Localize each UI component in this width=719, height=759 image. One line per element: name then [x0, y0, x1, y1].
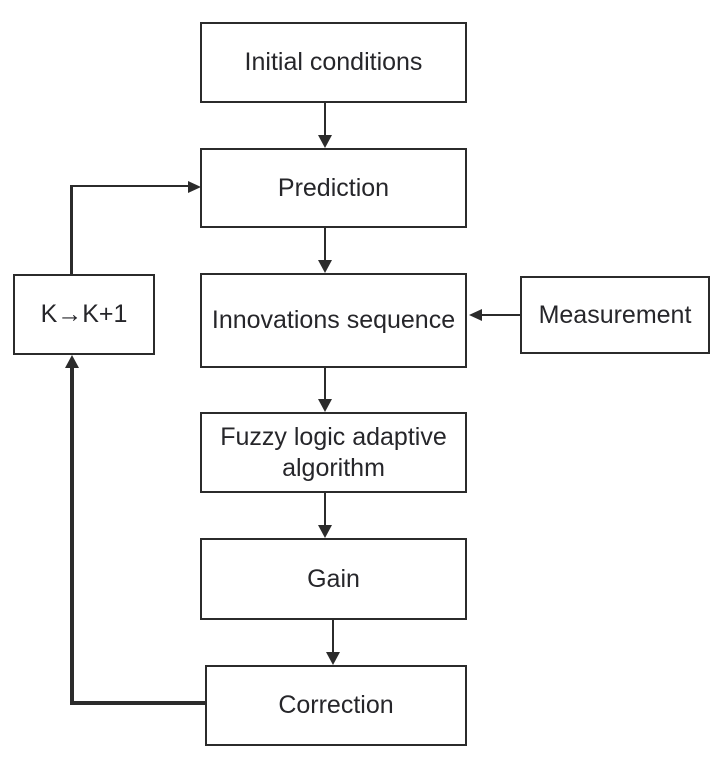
node-correction: Correction: [205, 665, 467, 746]
node-prediction-label: Prediction: [277, 173, 390, 202]
arrow-k-to-prediction-vertical-shaft: [70, 186, 73, 274]
node-gain-label: Gain: [307, 564, 360, 593]
arrow-prediction-to-innovations-shaft: [323, 228, 327, 262]
arrow-fuzzy-to-gain-head-icon: [318, 525, 332, 538]
node-fuzzy-logic-adaptive-algorithm: Fuzzy logic adaptive algorithm: [200, 412, 467, 493]
node-innovations-sequence-label: Innovations sequence: [211, 306, 456, 335]
node-innovations-sequence: Innovations sequence: [200, 273, 467, 368]
arrow-prediction-to-innovations-head-icon: [318, 260, 332, 273]
arrow-measurement-to-innovations-head-icon: [469, 308, 482, 321]
node-initial-conditions: Initial conditions: [200, 22, 467, 103]
arrow-k-to-prediction-head-icon: [188, 180, 201, 193]
arrow-innovations-to-fuzzy-shaft: [323, 368, 327, 401]
arrow-gain-to-correction-head-icon: [326, 652, 340, 665]
node-fuzzy-label-line1: Fuzzy logic adaptive: [220, 423, 447, 451]
arrow-gain-to-correction-shaft: [331, 620, 335, 654]
arrow-measurement-to-innovations-shaft: [482, 313, 520, 317]
node-gain: Gain: [200, 538, 467, 620]
feedback-correction-to-k-vertical-shaft: [70, 366, 74, 705]
node-correction-label: Correction: [278, 691, 394, 720]
arrow-innovations-to-fuzzy-head-icon: [318, 399, 332, 412]
arrow-initial-to-prediction-head-icon: [318, 135, 332, 148]
arrow-initial-to-prediction-shaft: [323, 103, 327, 137]
node-initial-conditions-label: Initial conditions: [244, 48, 423, 77]
node-fuzzy-label-line2: algorithm: [282, 453, 385, 482]
node-measurement: Measurement: [520, 276, 710, 354]
node-prediction: Prediction: [200, 148, 467, 228]
node-k-increment-label: K→K+1: [40, 300, 128, 329]
feedback-correction-to-k-horizontal-shaft: [70, 701, 205, 705]
arrow-k-to-prediction-horizontal-shaft: [70, 184, 188, 188]
arrow-fuzzy-to-gain-shaft: [323, 493, 327, 527]
node-k-increment: K→K+1: [13, 274, 155, 355]
feedback-correction-to-k-head-icon: [65, 355, 79, 368]
node-measurement-label: Measurement: [538, 300, 692, 329]
